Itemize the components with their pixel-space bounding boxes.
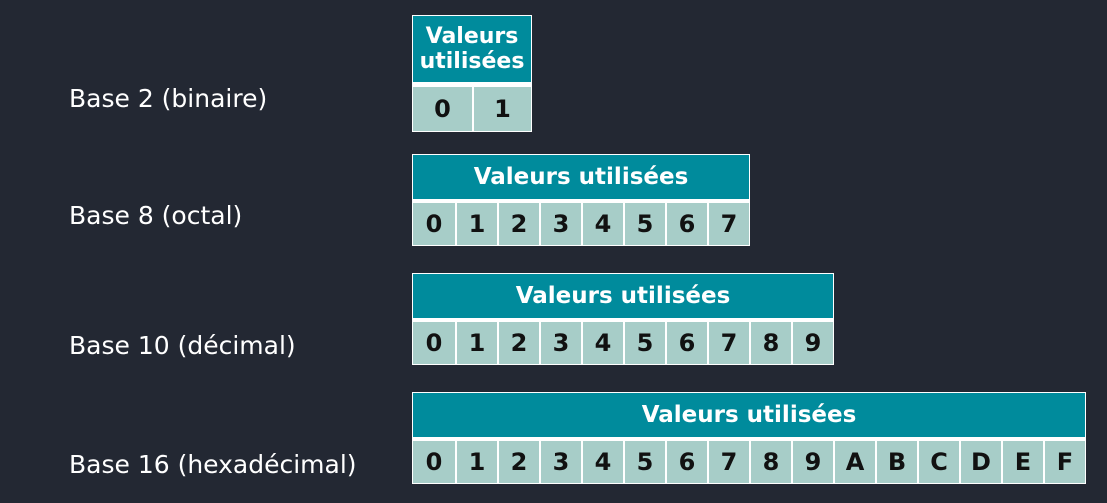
base-2-header: Valeurs utilisées: [413, 16, 531, 82]
value-cell: 8: [749, 322, 791, 364]
value-cell: 4: [581, 322, 623, 364]
value-cell: 9: [791, 322, 833, 364]
base-8-values-table: Valeurs utilisées 0 1 2 3 4 5 6 7: [412, 154, 750, 246]
value-cell: 9: [791, 441, 833, 483]
value-cell: 7: [707, 441, 749, 483]
value-cell: 5: [623, 441, 665, 483]
base-10-values-table: Valeurs utilisées 0 1 2 3 4 5 6 7 8 9: [412, 273, 834, 365]
value-cell: 7: [707, 203, 749, 245]
value-cell: 3: [539, 203, 581, 245]
value-cell: 2: [497, 441, 539, 483]
base-2-cells: 0 1: [413, 87, 531, 131]
base-16-header: Valeurs utilisées: [413, 393, 1085, 437]
base-10-header: Valeurs utilisées: [413, 274, 833, 318]
value-cell: 2: [497, 203, 539, 245]
value-cell: 0: [413, 87, 472, 131]
value-cell: 1: [472, 87, 531, 131]
value-cell: 1: [455, 322, 497, 364]
value-cell: 4: [581, 203, 623, 245]
value-cell: D: [959, 441, 1001, 483]
value-cell: 7: [707, 322, 749, 364]
value-cell: 5: [623, 203, 665, 245]
base-16-cells: 0 1 2 3 4 5 6 7 8 9 A B C D E F: [413, 441, 1085, 483]
base-2-label: Base 2 (binaire): [69, 84, 268, 113]
value-cell: 0: [413, 441, 455, 483]
value-cell: 2: [497, 322, 539, 364]
value-cell: 6: [665, 203, 707, 245]
base-8-header: Valeurs utilisées: [413, 155, 749, 199]
value-cell: F: [1043, 441, 1085, 483]
value-cell: 8: [749, 441, 791, 483]
value-cell: C: [917, 441, 959, 483]
value-cell: 4: [581, 441, 623, 483]
value-cell: 3: [539, 322, 581, 364]
base-10-label: Base 10 (décimal): [69, 331, 296, 360]
base-8-label: Base 8 (octal): [69, 201, 243, 230]
value-cell: E: [1001, 441, 1043, 483]
value-cell: 0: [413, 322, 455, 364]
value-cell: 6: [665, 322, 707, 364]
base-2-values-table: Valeurs utilisées 0 1: [412, 15, 532, 132]
base-16-label: Base 16 (hexadécimal): [69, 450, 357, 479]
base-8-cells: 0 1 2 3 4 5 6 7: [413, 203, 749, 245]
base-10-cells: 0 1 2 3 4 5 6 7 8 9: [413, 322, 833, 364]
value-cell: A: [833, 441, 875, 483]
value-cell: 6: [665, 441, 707, 483]
value-cell: 1: [455, 203, 497, 245]
base-16-values-table: Valeurs utilisées 0 1 2 3 4 5 6 7 8 9 A …: [412, 392, 1086, 484]
value-cell: B: [875, 441, 917, 483]
value-cell: 3: [539, 441, 581, 483]
value-cell: 5: [623, 322, 665, 364]
value-cell: 1: [455, 441, 497, 483]
value-cell: 0: [413, 203, 455, 245]
